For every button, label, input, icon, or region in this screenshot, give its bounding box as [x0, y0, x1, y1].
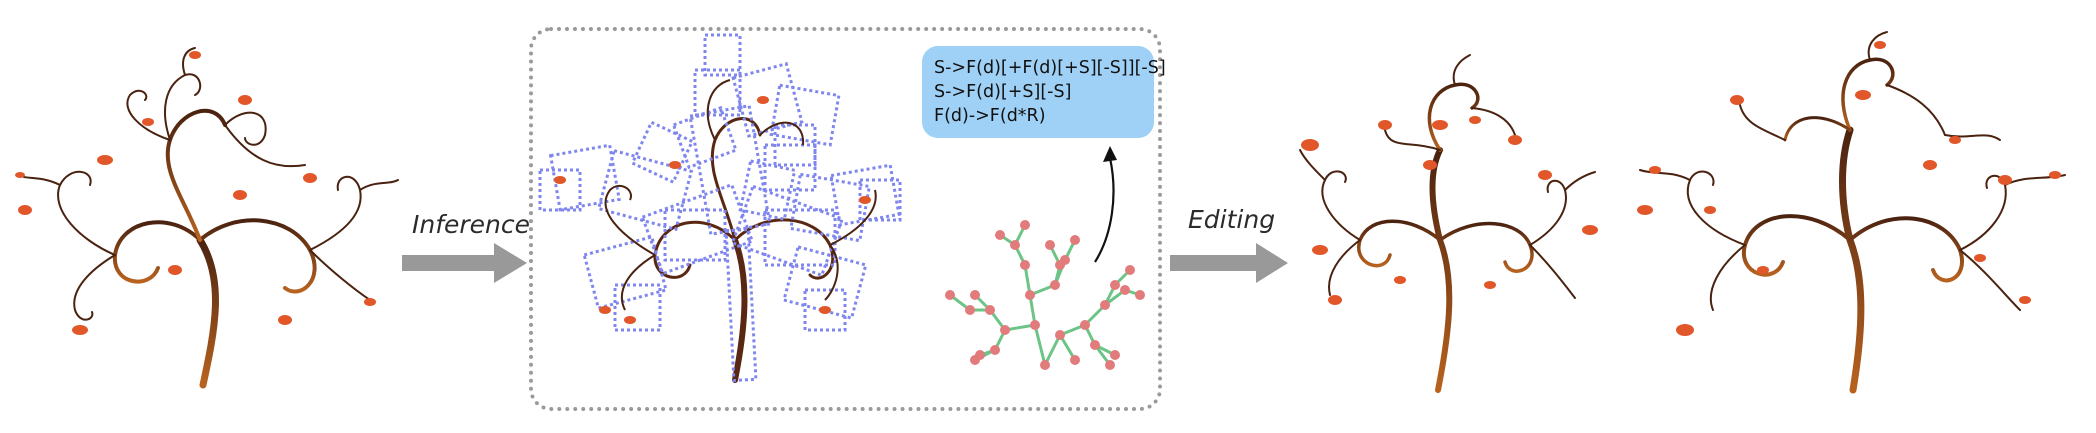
input-tree — [15, 47, 399, 389]
tree-trunk — [112, 108, 317, 389]
grammar-rule: S->F(d)[+S][-S] — [934, 82, 1072, 102]
tree-flowers — [1637, 41, 2061, 336]
tree-branches — [1299, 54, 1596, 299]
tree-branches — [19, 47, 399, 321]
grammar-rule: F(d)->F(d*R) — [934, 106, 1046, 126]
graph-to-grammar-arrow — [1094, 146, 1117, 263]
editing-label: Editing — [1188, 205, 1276, 234]
tree-flowers — [1301, 116, 1598, 305]
structure-graph — [945, 220, 1145, 370]
tree-flowers — [15, 51, 376, 335]
inference-label: Inference — [412, 210, 531, 239]
bounding-boxes — [538, 33, 902, 383]
editing-arrow — [1170, 243, 1288, 283]
grammar-rules-box: S->F(d)[+F(d)[+S][-S]][-S] S->F(d)[+S][-… — [922, 46, 1166, 138]
inference-panel — [529, 27, 1162, 411]
tree-branches — [1639, 31, 2066, 311]
edited-tree-a — [1299, 54, 1598, 393]
graph-nodes — [945, 220, 1145, 370]
bbox-tree-branches — [604, 79, 877, 311]
bbox-tree — [538, 33, 902, 383]
tree-trunk — [1741, 57, 1964, 394]
grammar-rule: S->F(d)[+F(d)[+S][-S]][-S] — [934, 58, 1166, 78]
bbox-tree-flowers — [554, 96, 871, 324]
inference-arrow — [402, 243, 527, 283]
edited-tree-b — [1637, 31, 2066, 394]
